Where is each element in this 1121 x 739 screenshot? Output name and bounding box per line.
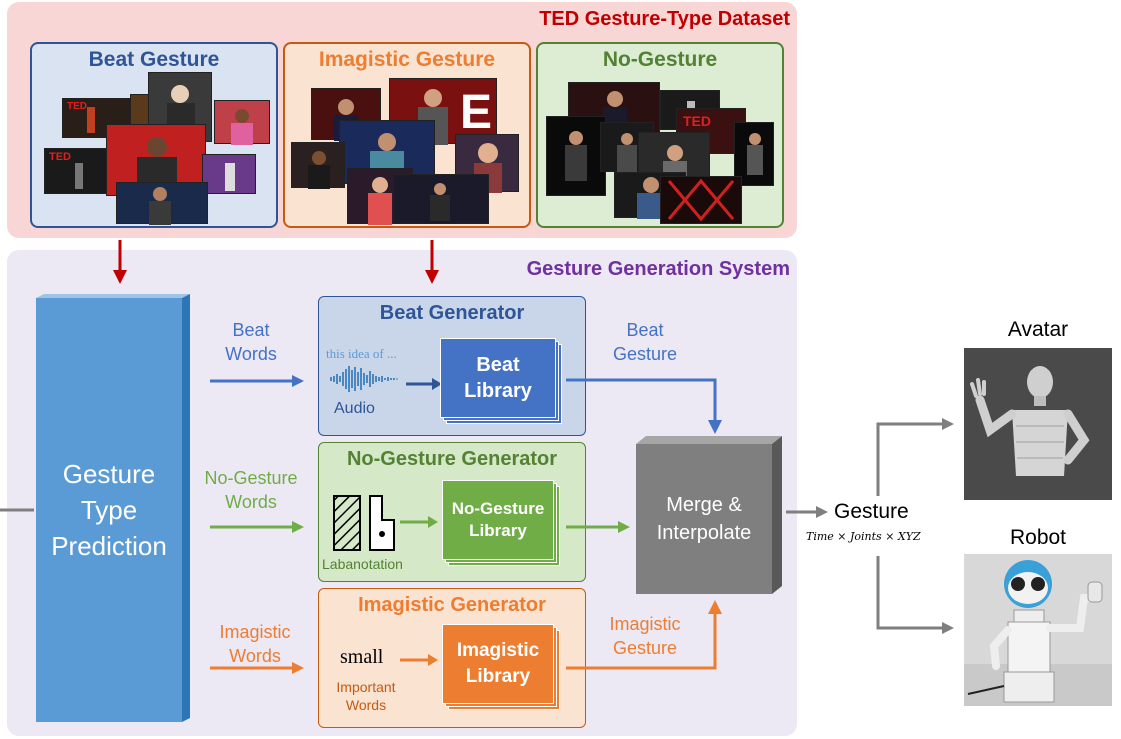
prediction-block-shape <box>36 294 190 722</box>
audio-waveform-icon <box>330 366 398 392</box>
gesture-output-label: Gesture <box>834 500 909 523</box>
ted-logo-text: TED <box>683 113 711 129</box>
imagistic-word-example: small <box>340 646 384 668</box>
merge-interpolate: Merge & Interpolate <box>656 494 752 544</box>
no-gesture-thumbnail <box>734 122 774 186</box>
no-gesture-thumbnail <box>660 176 742 224</box>
imagistic-thumbnail <box>291 142 345 189</box>
beat-gesture-panel-title: Beat Gesture <box>88 48 220 71</box>
merge-block-shape <box>636 436 782 594</box>
beat-library: Beat Library <box>440 338 556 418</box>
imagistic-library: Imagistic Library <box>442 624 554 704</box>
beat-generator-title: Beat Generator <box>379 302 525 324</box>
imagistic-gesture-output-label: Imagistic Gesture <box>609 614 681 658</box>
beat-thumbnail <box>202 154 256 194</box>
beat-words-label: Beat Words <box>225 320 277 364</box>
beat-gesture-panel: Beat Gesture TED TED <box>30 42 278 228</box>
no-gesture-panel-title: No-Gesture <box>602 48 718 71</box>
ted-logo-text: TED <box>67 101 87 112</box>
avatar-figure-icon <box>970 366 1090 476</box>
prediction-line-1: Gesture <box>62 459 156 489</box>
no-gesture-generator-title: No-Gesture Generator <box>346 448 558 470</box>
gesture-type-prediction: Gesture Type Prediction <box>36 298 182 722</box>
ted-logo-text: TED <box>49 151 71 163</box>
no-gesture-thumbnail <box>546 116 606 196</box>
imagistic-gesture-panel: Imagistic Gesture E <box>283 42 531 228</box>
system-title: Gesture Generation System <box>526 258 790 280</box>
imagistic-thumbnail <box>393 174 489 224</box>
prediction-line-3: Prediction <box>51 531 167 561</box>
no-gesture-panel: No-Gesture TED <box>536 42 784 228</box>
beat-thumbnail: TED <box>44 148 110 194</box>
imagistic-generator-title: Imagistic Generator <box>358 594 546 616</box>
gesture-to-outputs-arrows <box>876 418 954 634</box>
beat-inner-arrow <box>406 378 442 390</box>
prediction-line-2: Type <box>80 495 138 525</box>
no-gesture-inner-arrow <box>400 516 438 528</box>
robot-label: Robot <box>1009 526 1067 549</box>
audio-label: Audio <box>334 400 375 417</box>
beat-transcript: this idea of ... <box>326 346 397 361</box>
beat-thumbnail <box>116 182 208 225</box>
beat-thumbnail <box>214 100 270 145</box>
avatar-label: Avatar <box>1007 318 1069 341</box>
dataset-title: TED Gesture-Type Dataset <box>539 8 790 30</box>
imagistic-words-label: Imagistic Words <box>219 622 291 666</box>
imagistic-inner-arrow <box>400 654 438 666</box>
labanotation-label: Labanotation <box>322 556 403 572</box>
beat-gesture-output-label: Beat Gesture <box>612 320 678 364</box>
no-gesture-library: No-Gesture Library <box>442 480 554 560</box>
robot-image <box>964 554 1112 706</box>
gesture-formula: Time × Joints × XYZ <box>806 530 921 543</box>
robot-figure-icon <box>964 560 1112 706</box>
important-words-label: Important Words <box>336 679 396 713</box>
imagistic-gesture-panel-title: Imagistic Gesture <box>318 48 496 71</box>
no-gesture-words-label: No-Gesture Words <box>204 468 298 512</box>
labanotation-icon <box>333 495 395 551</box>
avatar-image <box>964 348 1112 500</box>
